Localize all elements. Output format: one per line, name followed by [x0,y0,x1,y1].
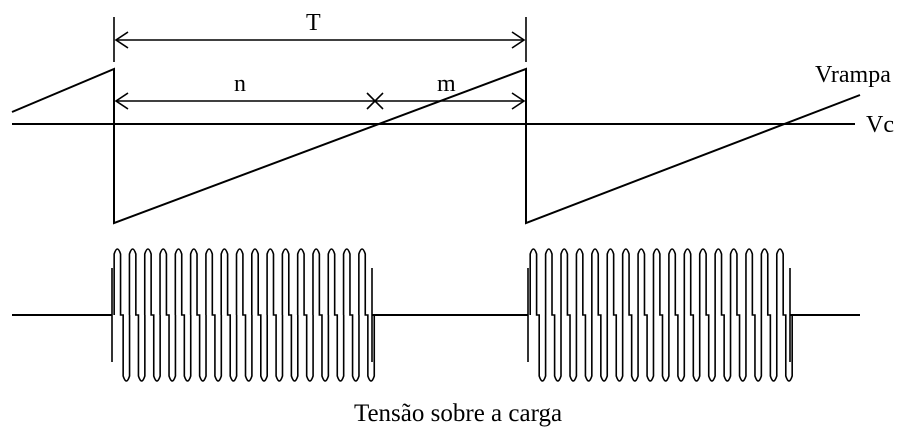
period-label: T [306,10,321,36]
load-pulse [281,248,299,382]
load-voltage-waveform [12,248,860,382]
caption: Tensão sobre a carga [354,400,562,427]
load-pulse [128,248,146,382]
load-pulse [637,248,655,382]
load-pulse [327,248,345,382]
load-pulse [745,248,763,382]
load-pulse [729,248,747,382]
load-pulse [189,248,207,382]
load-pulse [683,248,701,382]
load-pulse [174,248,192,382]
load-pulse [591,248,609,382]
load-pulse [266,248,284,382]
period-dimension [113,17,527,62]
load-pulse [235,248,253,382]
load-pulse [143,248,161,382]
load-pulse [775,248,793,382]
nm-dimension [114,92,526,110]
load-pulse [251,248,268,382]
load-pulse [698,248,716,382]
load-pulse [296,248,314,382]
load-pulse [312,248,330,382]
load-pulse [606,248,624,382]
load-pulse [668,248,686,382]
load-pulse [652,248,670,382]
load-pulse [358,248,376,382]
load-pulse [342,248,360,382]
load-pulse [714,248,732,382]
load-pulse [760,248,778,382]
load-pulse [113,248,131,382]
ramp-waveform [11,67,861,225]
load-pulse [159,248,177,382]
load-pulse [560,248,578,382]
load-pulse [529,248,547,382]
load-pulse [205,248,223,382]
load-pulse [575,248,593,382]
load-pulse [544,248,562,382]
ramp-label: Vrampa [815,62,891,88]
n-label: n [234,71,246,97]
load-pulse [621,248,639,382]
load-pulse [220,248,238,382]
vc-label: Vc [866,112,894,138]
m-label: m [437,71,456,97]
